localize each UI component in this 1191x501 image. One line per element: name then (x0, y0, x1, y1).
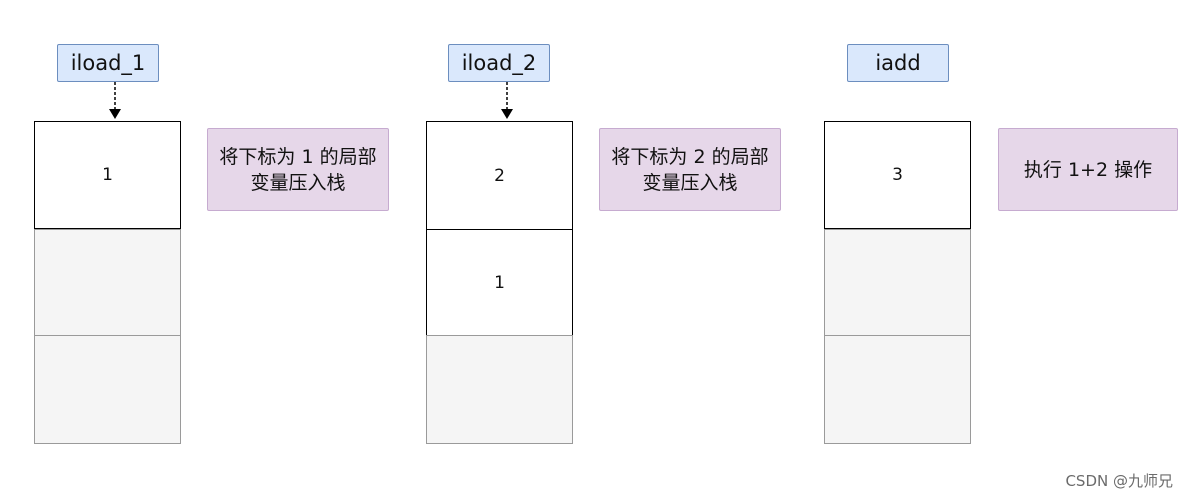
stack-cell (824, 335, 971, 444)
step-note-1: 将下标为 1 的局部变量压入栈 (207, 128, 389, 211)
arrow-down-icon (501, 82, 513, 119)
stack-cell: 2 (426, 121, 573, 230)
step-note-2: 将下标为 2 的局部变量压入栈 (599, 128, 781, 211)
arrow-down-icon (109, 82, 121, 119)
stack-cell (824, 229, 971, 336)
step-note-3: 执行 1+2 操作 (998, 128, 1178, 211)
instruction-label-iload-2: iload_2 (448, 44, 550, 82)
stack-cell (34, 229, 181, 336)
instruction-label-iload-1: iload_1 (57, 44, 159, 82)
watermark-text: CSDN @九师兄 (1065, 472, 1173, 490)
stack-cell: 3 (824, 121, 971, 229)
operand-stack-1: 1 (34, 121, 181, 444)
stack-cell: 1 (34, 121, 181, 229)
instruction-label-iadd: iadd (847, 44, 949, 82)
operand-stack-2: 2 1 (426, 121, 573, 444)
stack-cell (34, 335, 181, 444)
operand-stack-3: 3 (824, 121, 971, 444)
stack-cell: 1 (426, 229, 573, 336)
stack-cell (426, 335, 573, 444)
